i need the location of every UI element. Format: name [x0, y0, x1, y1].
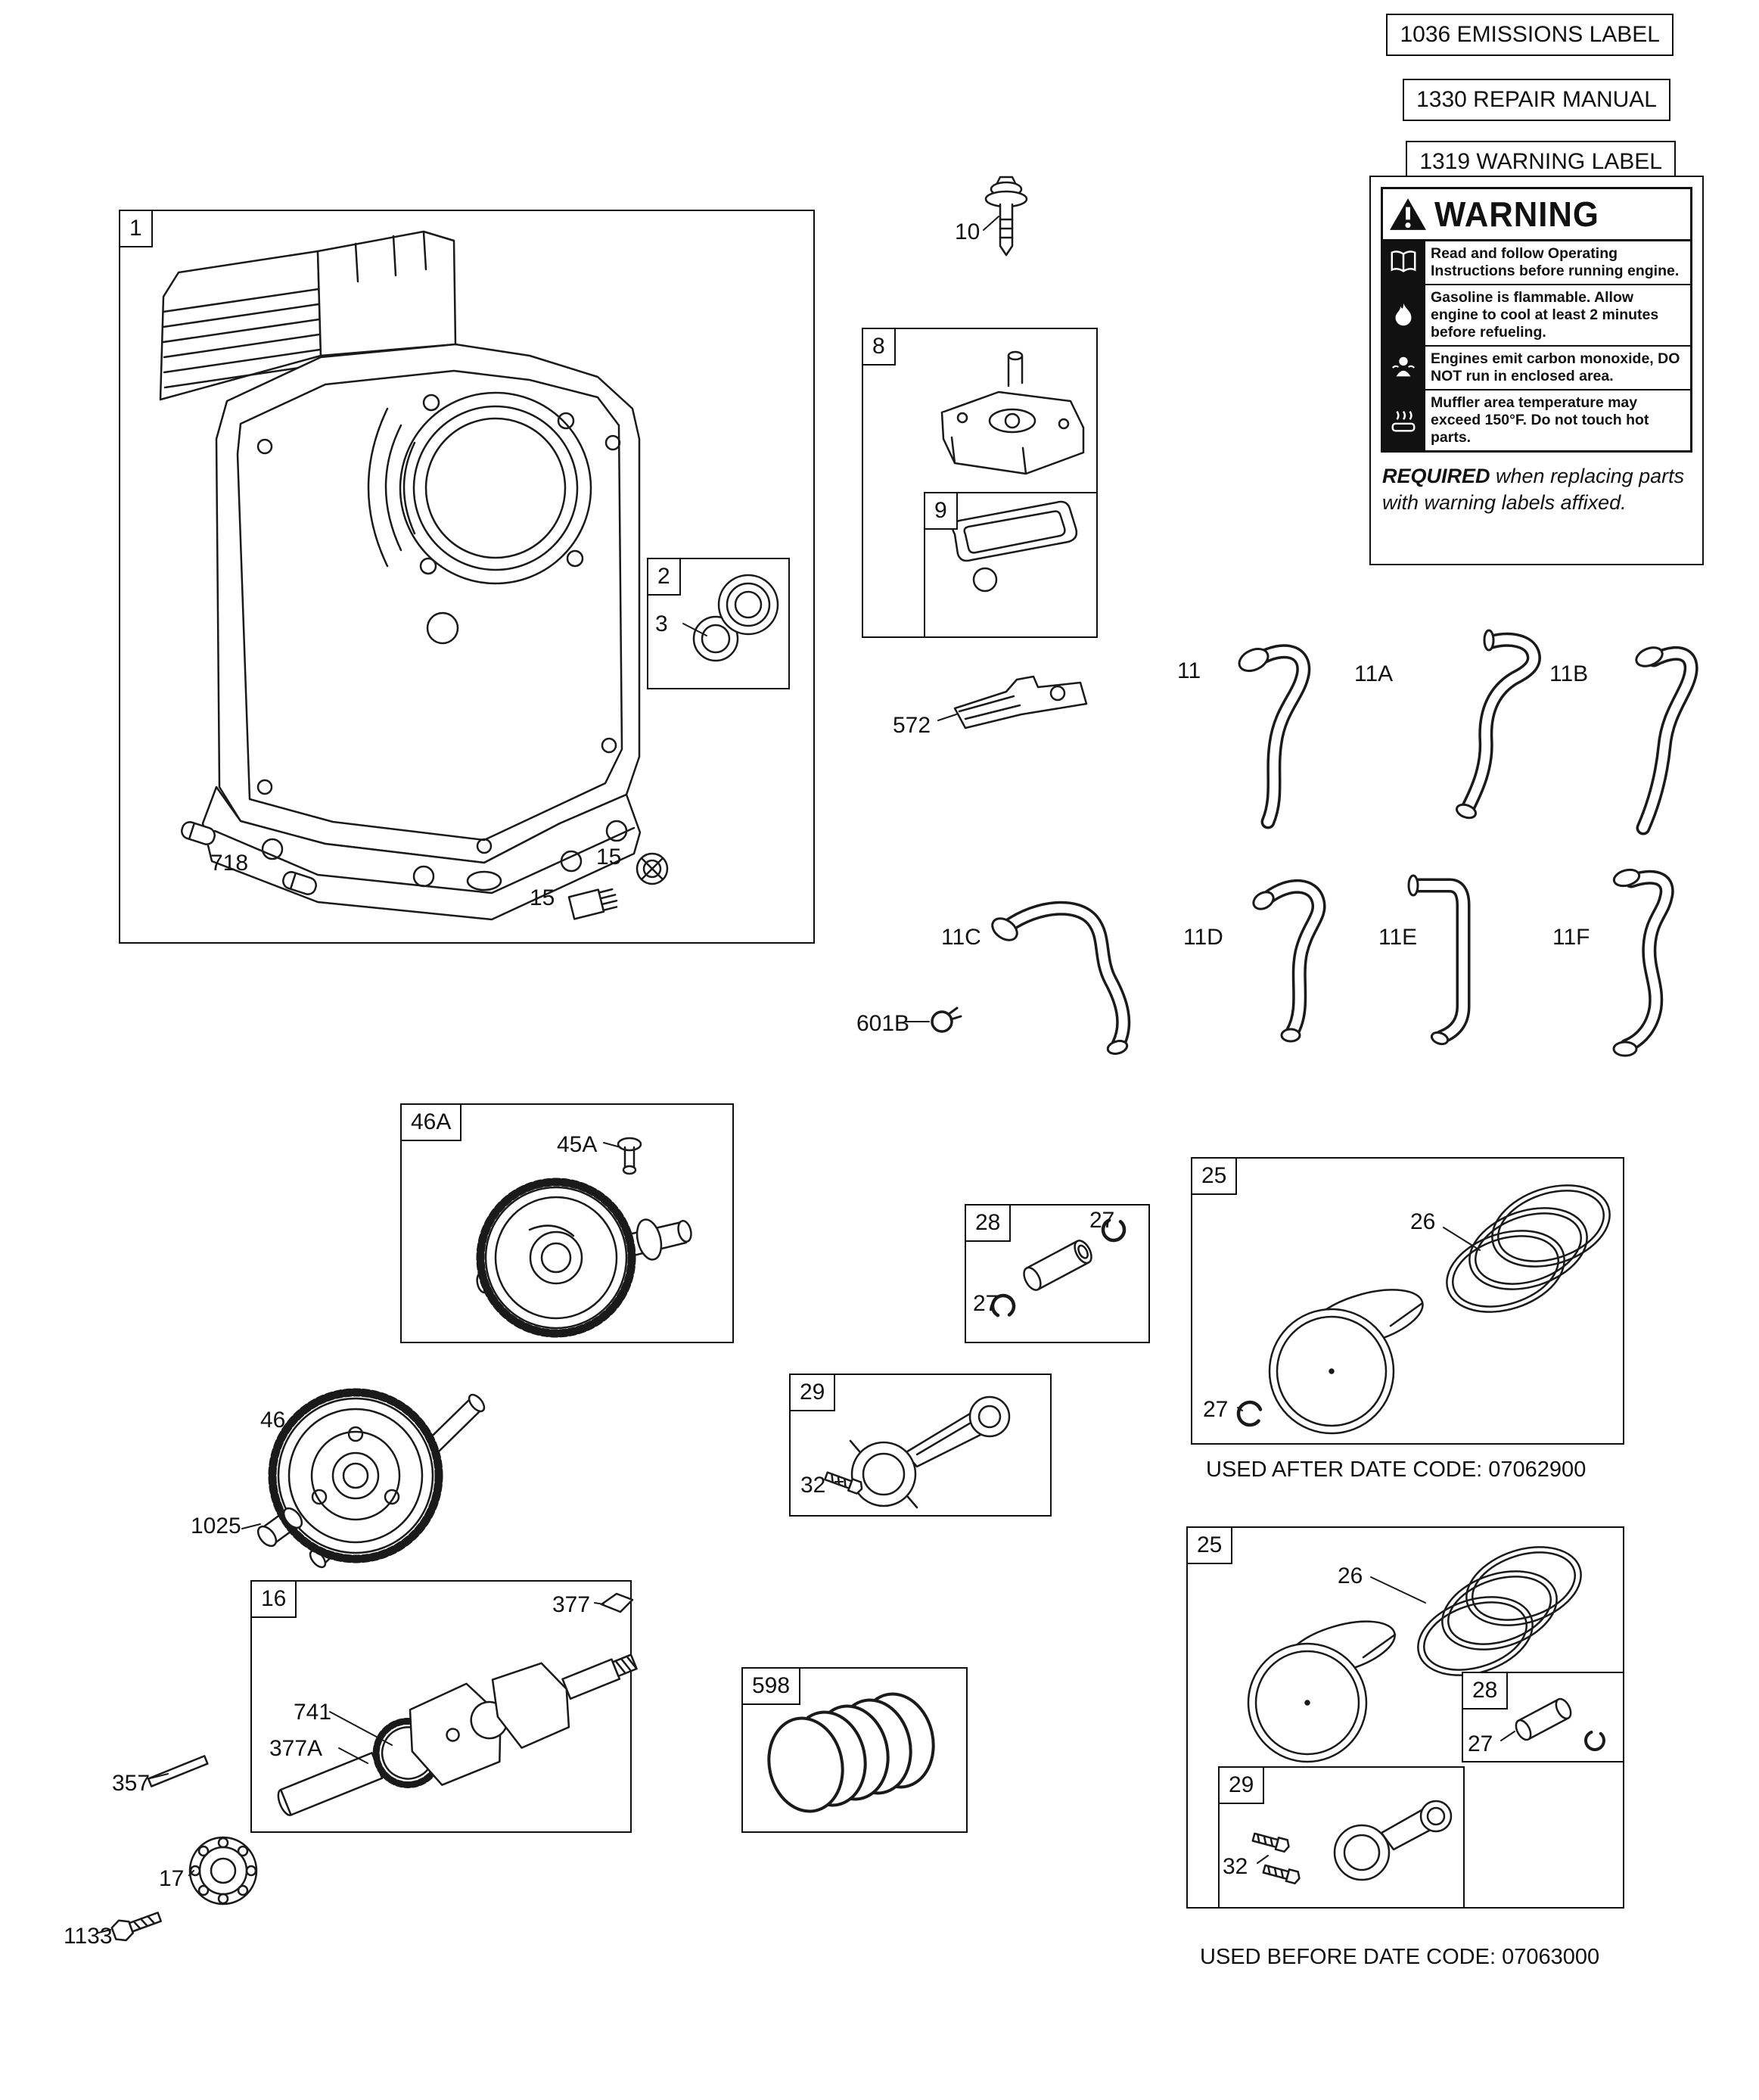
callout-11b: 11B: [1549, 661, 1589, 686]
leader-lines: [98, 216, 1515, 1934]
part-box-crankshaft: [250, 1580, 632, 1833]
used-after-note: USED AFTER DATE CODE: 07062900: [1206, 1458, 1587, 1482]
warning-required-note: REQUIRED when replacing parts with warni…: [1382, 463, 1691, 516]
callout-28-top: 28: [965, 1204, 1012, 1242]
callout-1133: 1133: [64, 1924, 113, 1949]
crankshaft-drawing: [110, 1592, 638, 1942]
callout-572: 572: [893, 713, 931, 738]
part-box-pin-top: [965, 1204, 1150, 1343]
breather-cover-drawing: [940, 350, 1085, 475]
warning-row-text: Engines emit carbon monoxide, DO NOT run…: [1431, 350, 1680, 384]
callout-11f: 11F: [1552, 925, 1590, 950]
callout-15-right: 15: [596, 845, 622, 870]
warning-row: Muffler area temperature may exceed 150°…: [1383, 390, 1690, 450]
hot-surface-icon: [1383, 390, 1425, 450]
callout-32-top: 32: [800, 1473, 826, 1498]
callout-32-bottom: 32: [1223, 1854, 1248, 1879]
flame-icon: [1383, 285, 1425, 345]
part-box-rod-top: [789, 1374, 1052, 1517]
callout-29-top: 29: [789, 1374, 836, 1411]
warning-title: WARNING: [1434, 194, 1599, 234]
piston-before-drawing: [1247, 1546, 1605, 1885]
oil-plugs-drawing: [567, 852, 669, 920]
callout-2: 2: [647, 558, 681, 596]
callout-26-after: 26: [1410, 1209, 1436, 1234]
warning-triangle-icon: [1390, 198, 1426, 230]
used-before-note: USED BEFORE DATE CODE: 07063000: [1200, 1945, 1600, 1969]
callout-1: 1: [119, 210, 153, 247]
callout-377: 377: [552, 1592, 591, 1617]
bracket-572-drawing: [953, 675, 1088, 730]
warning-header: WARNING: [1383, 189, 1690, 241]
repair-manual-label: 1330 REPAIR MANUAL: [1403, 79, 1670, 121]
part-box-cylinder: [119, 210, 815, 944]
callout-598: 598: [741, 1667, 801, 1705]
callout-3: 3: [655, 611, 668, 636]
callout-27-after: 27: [1203, 1397, 1229, 1422]
part-box-rod-bottom: [1218, 1766, 1465, 1909]
oil-seals-drawing: [692, 574, 779, 662]
callout-8: 8: [862, 328, 896, 366]
callout-25-before: 25: [1186, 1526, 1233, 1564]
warning-row-text: Muffler area temperature may exceed 150°…: [1431, 394, 1649, 446]
bolt-10-drawing: [984, 176, 1028, 257]
carbon-monoxide-icon: [1383, 347, 1425, 389]
warning-label-box: WARNING Read and follow Operating Instru…: [1381, 187, 1692, 453]
callout-27-bottom-left: 27: [973, 1291, 999, 1316]
callout-11d: 11D: [1183, 925, 1223, 950]
piston-after-drawing: [1236, 1184, 1611, 1435]
hose-clamp-drawing: [931, 1006, 962, 1033]
breather-gasket-drawing: [951, 500, 1078, 593]
callout-15-left: 15: [530, 885, 555, 910]
warning-row: Gasoline is flammable. Allow engine to c…: [1383, 285, 1690, 347]
warning-panel: WARNING Read and follow Operating Instru…: [1369, 176, 1704, 565]
warning-row: Read and follow Operating Instructions b…: [1383, 241, 1690, 285]
callout-377a: 377A: [269, 1736, 323, 1761]
part-box-pin-bottom: [1462, 1672, 1624, 1762]
part-box-piston-after: [1191, 1157, 1624, 1445]
callout-46: 46: [260, 1408, 286, 1433]
callout-10: 10: [955, 219, 981, 244]
emissions-label: 1036 EMISSIONS LABEL: [1386, 14, 1674, 56]
callout-27-before: 27: [1468, 1731, 1493, 1756]
connecting-rod-top-drawing: [824, 1395, 1011, 1509]
part-box-gasket: [924, 492, 1098, 638]
warning-row-text: Gasoline is flammable. Allow engine to c…: [1431, 289, 1659, 341]
hoses-drawing: [991, 629, 1698, 1057]
callout-11c: 11C: [941, 925, 981, 950]
valve-spring-drawing: [767, 1692, 935, 1813]
callout-28-bottom: 28: [1462, 1672, 1509, 1710]
part-box-spring: [741, 1667, 968, 1833]
dowel-pins-drawing: [181, 821, 317, 895]
warning-row: Engines emit carbon monoxide, DO NOT run…: [1383, 347, 1690, 390]
callout-26-before: 26: [1338, 1563, 1363, 1588]
required-rest: when replacing parts with warning labels…: [1382, 465, 1685, 515]
callout-17: 17: [159, 1866, 185, 1891]
required-word: REQUIRED: [1382, 465, 1490, 487]
warning-row-text: Read and follow Operating Instructions b…: [1431, 245, 1680, 279]
manual-book-icon: [1383, 241, 1425, 284]
callout-357: 357: [112, 1771, 151, 1796]
piston-pin-top-drawing: [990, 1217, 1127, 1319]
callout-741: 741: [294, 1700, 332, 1725]
callout-29-bottom: 29: [1218, 1766, 1265, 1804]
callout-718: 718: [210, 851, 249, 876]
callout-9: 9: [924, 492, 958, 530]
callout-601b: 601B: [856, 1011, 910, 1036]
callout-11a: 11A: [1354, 661, 1394, 686]
callout-46a: 46A: [400, 1103, 462, 1141]
cam-gear-46-drawing: [256, 1388, 486, 1569]
callout-25-after: 25: [1191, 1157, 1238, 1195]
callout-45a: 45A: [557, 1132, 598, 1157]
callout-16: 16: [250, 1580, 297, 1618]
part-box-camshaft: [400, 1103, 734, 1343]
callout-27-top-right: 27: [1089, 1208, 1115, 1233]
callout-11: 11: [1177, 658, 1201, 683]
callout-1025: 1025: [191, 1514, 241, 1538]
cylinder-block-drawing: [159, 230, 642, 921]
camshaft-46a-drawing: [476, 1137, 692, 1338]
callout-11e: 11E: [1378, 925, 1418, 950]
